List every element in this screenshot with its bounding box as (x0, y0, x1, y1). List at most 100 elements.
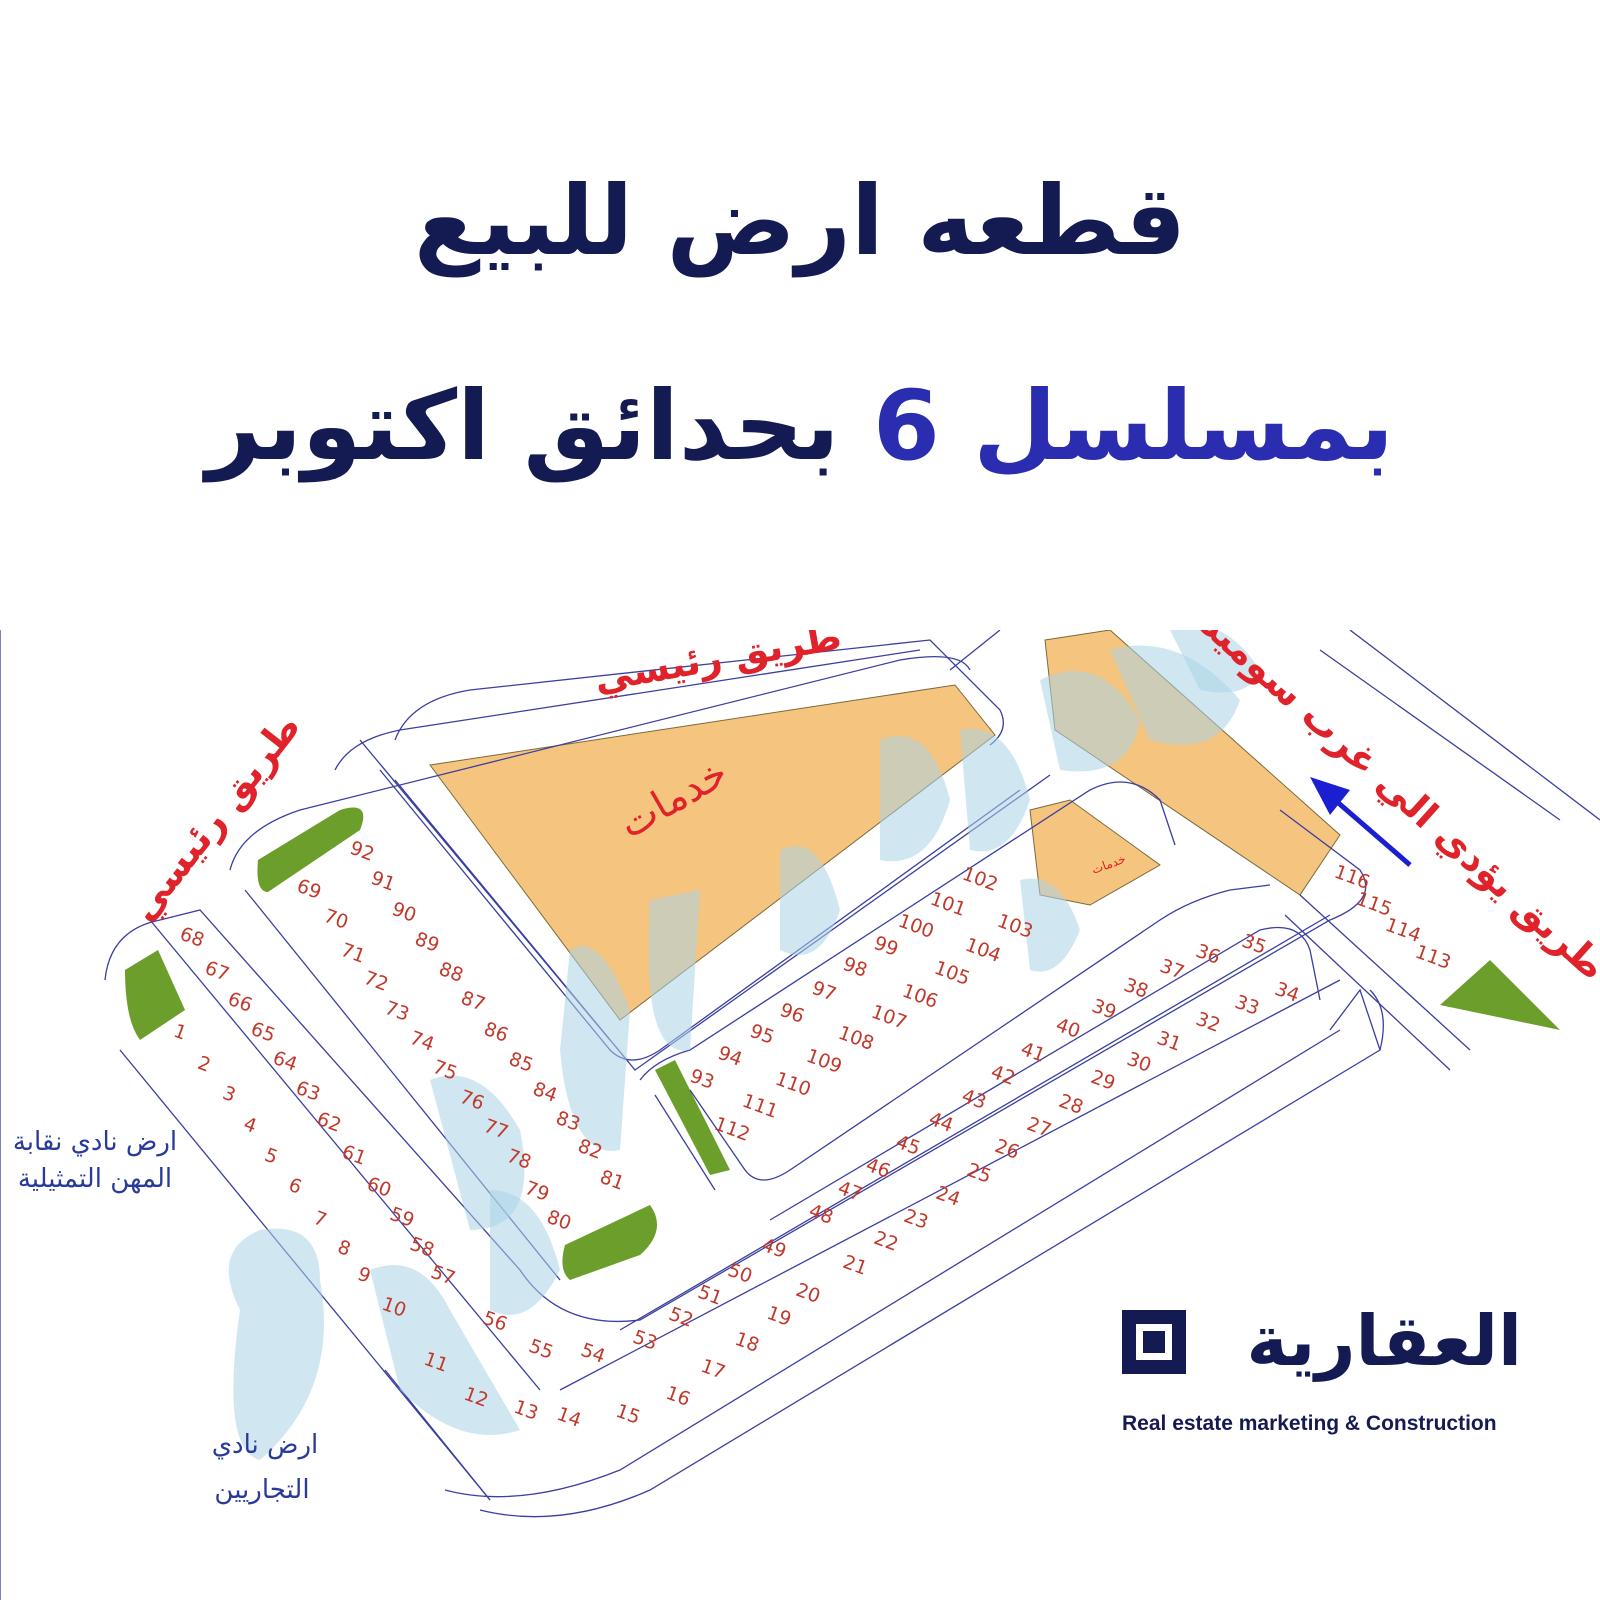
green-area-4 (655, 1060, 730, 1175)
green-area-2 (125, 950, 185, 1040)
plot-number-43: 43 (959, 1085, 989, 1114)
plot-number-81: 81 (597, 1166, 627, 1195)
plot-number-25: 25 (964, 1159, 994, 1188)
plot-number-85: 85 (506, 1048, 536, 1077)
plot-number-86: 86 (481, 1018, 511, 1047)
logo-name: العقارية (1246, 1300, 1523, 1382)
title-line-2: بمسلسل 6 بحدائق اكتوبر (0, 370, 1600, 482)
plot-number-52: 52 (666, 1303, 696, 1332)
plot-number-8: 8 (335, 1236, 354, 1261)
plot-number-14: 14 (554, 1403, 584, 1432)
logo-mark-icon (1122, 1310, 1186, 1374)
plot-number-91: 91 (368, 867, 398, 896)
plot-number-16: 16 (663, 1382, 693, 1411)
plot-number-66: 66 (225, 988, 255, 1017)
plot-number-33: 33 (1232, 991, 1262, 1020)
plot-number-26: 26 (992, 1135, 1022, 1164)
plot-number-71: 71 (338, 939, 368, 968)
plot-number-7: 7 (311, 1207, 330, 1232)
plot-number-89: 89 (412, 928, 442, 957)
plot-number-15: 15 (613, 1400, 643, 1429)
plot-number-20: 20 (793, 1279, 823, 1308)
green-area-1 (257, 807, 364, 892)
plot-number-70: 70 (321, 905, 351, 934)
plot-number-39: 39 (1089, 995, 1119, 1024)
plot-number-88: 88 (436, 958, 466, 987)
road-label-top: طريق رئيسي (591, 630, 845, 701)
plot-number-18: 18 (732, 1328, 762, 1357)
plot-number-19: 19 (764, 1302, 794, 1331)
plot-number-60: 60 (364, 1173, 394, 1202)
plot-number-105: 105 (931, 957, 973, 990)
plot-number-97: 97 (809, 977, 839, 1006)
plot-number-72: 72 (361, 967, 391, 996)
plot-number-32: 32 (1193, 1008, 1223, 1037)
plot-number-104: 104 (962, 934, 1004, 967)
services-area-main (429, 684, 996, 1021)
plot-number-9: 9 (355, 1263, 374, 1288)
plot-number-38: 38 (1121, 974, 1151, 1003)
plot-number-1: 1 (171, 1020, 190, 1045)
green-area-5 (1440, 960, 1560, 1030)
plot-number-55: 55 (526, 1335, 556, 1364)
plot-number-40: 40 (1053, 1014, 1083, 1043)
plot-number-80: 80 (544, 1206, 574, 1235)
plot-number-67: 67 (202, 957, 232, 986)
plot-number-42: 42 (988, 1061, 1018, 1090)
plot-number-112: 112 (711, 1113, 753, 1146)
plot-number-100: 100 (895, 910, 937, 943)
plot-number-68: 68 (177, 923, 207, 952)
plot-number-84: 84 (530, 1078, 560, 1107)
plot-number-23: 23 (901, 1205, 931, 1234)
plot-number-108: 108 (835, 1022, 877, 1055)
plot-number-36: 36 (1193, 940, 1223, 969)
title-line-2-suffix: بحدائق اكتوبر (206, 370, 840, 482)
plot-number-107: 107 (868, 1001, 910, 1034)
plot-number-69: 69 (294, 875, 324, 904)
plot-number-98: 98 (840, 953, 870, 982)
plot-number-102: 102 (959, 863, 1001, 896)
plot-number-113: 113 (1412, 941, 1454, 974)
company-logo: العقارية Real estate marketing & Constru… (1122, 1300, 1522, 1440)
plot-number-46: 46 (863, 1154, 893, 1183)
plot-number-99: 99 (871, 932, 901, 961)
plot-number-13: 13 (511, 1396, 541, 1425)
plot-number-37: 37 (1157, 955, 1187, 984)
logo-tagline: Real estate marketing & Construction (1122, 1412, 1497, 1435)
plot-number-79: 79 (522, 1177, 552, 1206)
plot-number-54: 54 (578, 1339, 608, 1368)
plot-number-17: 17 (698, 1355, 728, 1384)
plot-number-6: 6 (286, 1174, 305, 1199)
plot-number-106: 106 (899, 980, 941, 1013)
club-1-label-line-1: ارض نادي نقابة (13, 1127, 177, 1157)
plot-number-73: 73 (382, 997, 412, 1026)
plot-number-31: 31 (1154, 1027, 1184, 1056)
plot-number-21: 21 (840, 1251, 870, 1280)
plot-number-116: 116 (1331, 861, 1373, 894)
site-plan-map: طريق رئيسي طريق رئيسي طريق يؤدي الي غرب … (0, 630, 1600, 1600)
title-line-2-prefix: بمسلسل 6 (873, 370, 1394, 482)
club-2-label-line-2: التجاريين (214, 1475, 309, 1505)
plot-number-90: 90 (389, 898, 419, 927)
plot-number-93: 93 (687, 1065, 717, 1094)
plot-number-115: 115 (1353, 888, 1395, 921)
plot-number-110: 110 (772, 1068, 814, 1101)
plot-number-62: 62 (314, 1108, 344, 1137)
plot-number-28: 28 (1056, 1090, 1086, 1119)
plot-number-5: 5 (262, 1144, 281, 1169)
plot-number-101: 101 (927, 888, 969, 921)
club-1-label-line-2: المهن التمثيلية (18, 1164, 172, 1194)
plot-number-59: 59 (387, 1203, 417, 1232)
plot-number-48: 48 (806, 1200, 836, 1229)
plot-number-61: 61 (339, 1141, 369, 1170)
plot-number-94: 94 (715, 1042, 745, 1071)
title-line-1: قطعه ارض للبيع (413, 165, 1187, 277)
plot-number-29: 29 (1088, 1066, 1118, 1095)
plot-number-4: 4 (241, 1113, 260, 1138)
plot-number-35: 35 (1239, 930, 1269, 959)
plot-number-109: 109 (803, 1045, 845, 1078)
plot-number-74: 74 (407, 1027, 437, 1056)
plot-number-64: 64 (270, 1047, 300, 1076)
road-lines (0, 630, 1600, 1600)
plot-number-96: 96 (777, 999, 807, 1028)
